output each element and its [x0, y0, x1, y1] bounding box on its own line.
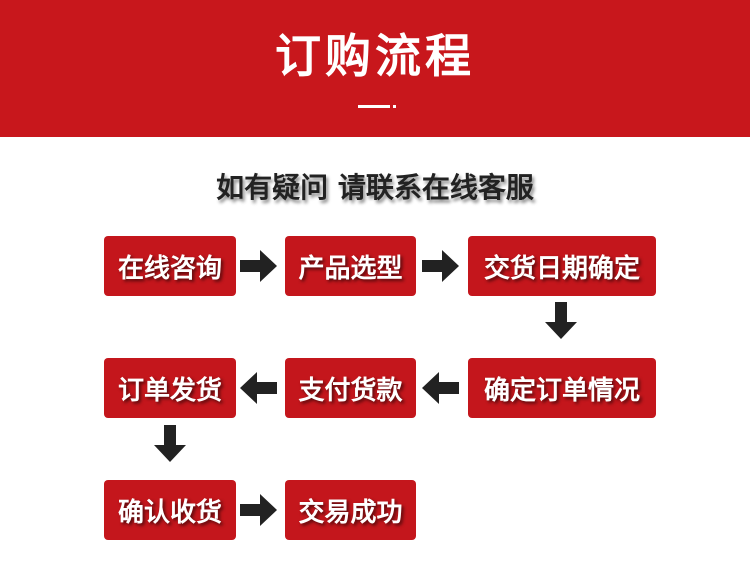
arrow-right-icon	[240, 250, 277, 282]
title-divider	[358, 105, 390, 108]
arrow-down-icon	[154, 425, 186, 462]
step-receipt: 确认收货	[104, 480, 236, 540]
step-product-selection: 产品选型	[285, 236, 416, 296]
page-title: 订购流程	[275, 29, 475, 83]
step-confirm-order: 确定订单情况	[468, 358, 656, 418]
arrow-left-icon	[240, 372, 277, 404]
step-delivery-date: 交货日期确定	[468, 236, 656, 296]
header-banner: 订购流程	[0, 0, 750, 137]
title-divider-dot	[393, 105, 396, 108]
arrow-right-icon	[422, 250, 459, 282]
step-payment: 支付货款	[285, 358, 416, 418]
step-complete: 交易成功	[285, 480, 416, 540]
arrow-right-icon	[240, 494, 277, 526]
arrow-left-icon	[422, 372, 459, 404]
step-online-consult: 在线咨询	[104, 236, 236, 296]
step-shipping: 订单发货	[104, 358, 236, 418]
subtitle: 如有疑问 请联系在线客服	[216, 171, 534, 204]
arrow-down-icon	[545, 302, 577, 339]
